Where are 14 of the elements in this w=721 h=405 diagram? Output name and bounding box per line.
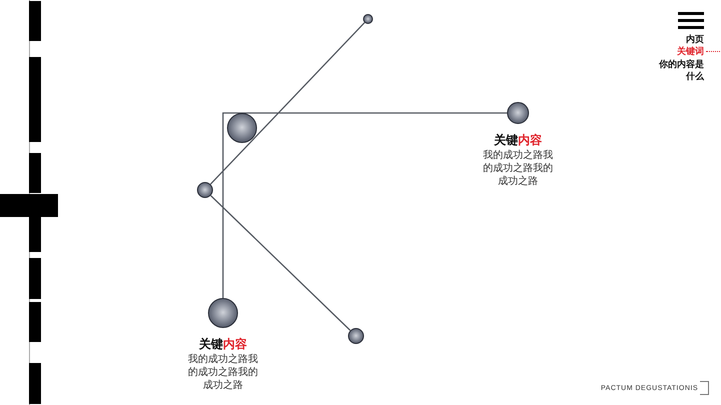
- connector-line: [210, 22, 366, 185]
- sphere: [363, 14, 373, 24]
- sphere: [227, 113, 257, 143]
- nav-label: 关键词: [677, 46, 704, 58]
- nav-label: 内页: [686, 34, 704, 46]
- connector-line: [210, 195, 351, 331]
- caption-heading: 关键内容: [199, 337, 247, 351]
- connector-line: [222, 112, 507, 298]
- caption-text: 我的成功之路我的成功之路我的成功之路: [188, 353, 258, 392]
- sphere: [348, 328, 364, 344]
- caption-text: 我的成功之路我的成功之路我的成功之路: [482, 149, 554, 188]
- caption-heading: 关键内容: [494, 133, 542, 147]
- nav-label: 你的内容是什么: [658, 59, 704, 83]
- sphere: [197, 182, 213, 198]
